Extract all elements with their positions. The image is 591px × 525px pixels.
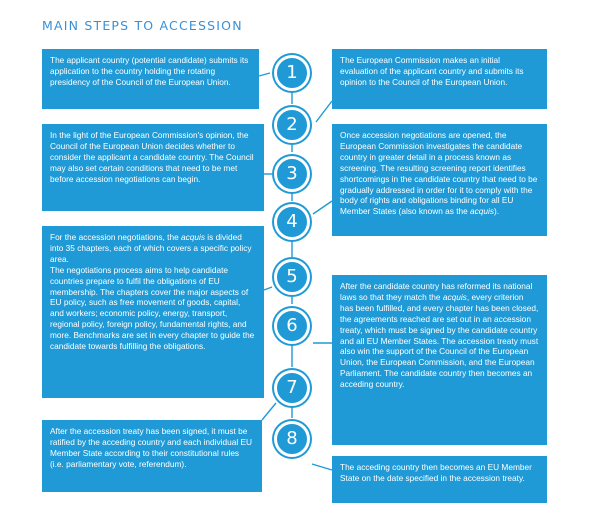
step-2-box: The European Commission makes an initial… bbox=[332, 49, 547, 109]
step-5-text: For the accession negotiations, the acqu… bbox=[50, 232, 256, 265]
step-4-text-end: ). bbox=[494, 206, 500, 217]
step-number-4: 4 bbox=[274, 204, 310, 240]
step-number-8: 8 bbox=[274, 421, 310, 457]
page-title: MAIN STEPS TO ACCESSION bbox=[42, 18, 243, 33]
step-8-box: The acceding country then becomes an EU … bbox=[332, 456, 547, 503]
step-6-box: After the candidate country has reformed… bbox=[332, 275, 547, 445]
step-5-text-2: The negotiations process aims to help ca… bbox=[50, 264, 255, 352]
link-box5-step5 bbox=[263, 286, 273, 291]
step-5-text-end: is divided into 35 chapters, each of whi… bbox=[50, 232, 252, 264]
step-5-text-start: For the accession negotiations, the bbox=[50, 232, 181, 242]
step-number-6: 6 bbox=[274, 308, 310, 344]
step-number-3: 3 bbox=[274, 156, 310, 192]
step-number-7: 7 bbox=[274, 370, 310, 406]
step-1-box: The applicant country (potential candida… bbox=[42, 49, 259, 109]
step-2-text: The European Commission makes an initial… bbox=[340, 55, 524, 87]
step-1-text: The applicant country (potential candida… bbox=[50, 55, 249, 87]
link-box7-step7 bbox=[261, 402, 277, 421]
step-6-acquis: acquis bbox=[442, 291, 467, 302]
step-3-text: In the light of the European Commission'… bbox=[50, 130, 254, 184]
step-4-acquis: acquis bbox=[470, 206, 495, 217]
step-8-text: The acceding country then becomes an EU … bbox=[340, 462, 532, 483]
step-6-text-start: After the candidate country has reformed… bbox=[340, 281, 533, 302]
step-4-box: Once accession negotiations are opened, … bbox=[332, 124, 547, 236]
step-5-box: For the accession negotiations, the acqu… bbox=[42, 226, 264, 398]
step-number-1: 1 bbox=[274, 55, 310, 91]
step-4-text-main: Once accession negotiations are opened, … bbox=[340, 130, 538, 217]
step-number-5: 5 bbox=[274, 259, 310, 295]
link-step2-box2 bbox=[315, 100, 333, 123]
step-number-2: 2 bbox=[274, 107, 310, 143]
step-5-acquis: acquis bbox=[180, 232, 205, 242]
link-step8-box8 bbox=[311, 463, 333, 471]
link-step4-box4 bbox=[312, 200, 333, 215]
step-6-text: After the candidate country has reformed… bbox=[340, 281, 539, 390]
step-6-text-end: , every criterion has been fulfilled, an… bbox=[340, 291, 539, 390]
step-4-text: Once accession negotiations are opened, … bbox=[340, 130, 539, 217]
step-7-text: After the accession treaty has been sign… bbox=[50, 426, 253, 469]
step-7-box: After the accession treaty has been sign… bbox=[42, 420, 262, 492]
link-box1-step1 bbox=[258, 72, 271, 77]
step-3-box: In the light of the European Commission'… bbox=[42, 124, 264, 211]
